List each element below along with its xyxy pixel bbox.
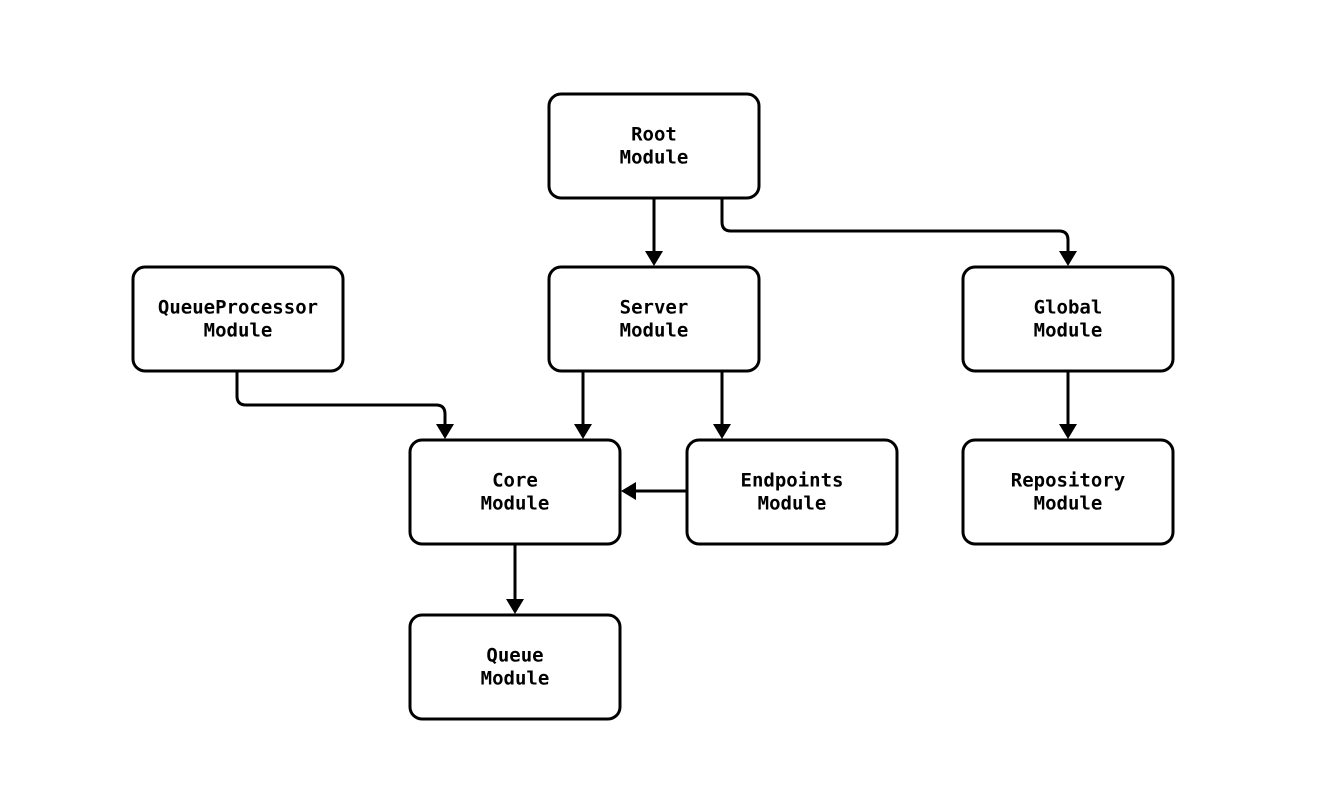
- edge-endpoints-to-core-arrowhead: [621, 482, 636, 500]
- queueprocessor-module-label-line1: QueueProcessor: [158, 297, 318, 319]
- root-module-box[interactable]: [547, 92, 761, 200]
- core-module-label-line1: Core: [492, 470, 538, 492]
- root-module-label-line1: Root: [631, 124, 677, 146]
- core-module-label-line2: Module: [481, 493, 550, 515]
- server-module-label-line2: Module: [620, 320, 689, 342]
- edge-root-to-server: [645, 198, 663, 266]
- repository-module-label-line1: Repository: [1011, 470, 1125, 492]
- edge-queueprocessor-to-core-arrowhead: [436, 424, 454, 439]
- edge-root-to-global-arrowhead: [1059, 251, 1077, 266]
- edges-layer: [235, 198, 1077, 614]
- edge-core-to-queue: [506, 544, 524, 614]
- edge-root-to-global: [720, 198, 1077, 266]
- edge-server-to-core: [574, 371, 592, 439]
- queueprocessor-module-box[interactable]: [131, 265, 345, 373]
- edge-queueprocessor-to-core: [235, 371, 454, 439]
- edge-queueprocessor-to-core-line: [235, 371, 447, 425]
- queue-module-box[interactable]: [408, 613, 622, 721]
- edge-endpoints-to-core: [621, 482, 687, 500]
- edge-server-to-endpoints-arrowhead: [713, 424, 731, 439]
- queueprocessor-module-label-line2: Module: [204, 320, 273, 342]
- root-module-label-line2: Module: [620, 147, 689, 169]
- edge-root-to-global-line: [720, 198, 1070, 252]
- global-module-box[interactable]: [961, 265, 1175, 373]
- endpoints-module-label-line1: Endpoints: [741, 470, 844, 492]
- edge-root-to-server-arrowhead: [645, 251, 663, 266]
- global-module-label-line1: Global: [1034, 297, 1103, 319]
- core-module-box[interactable]: [408, 438, 622, 546]
- server-module-label-line1: Server: [620, 297, 689, 319]
- edge-server-to-core-arrowhead: [574, 424, 592, 439]
- edge-server-to-endpoints: [713, 371, 731, 439]
- queue-module-label-line2: Module: [481, 668, 550, 690]
- repository-module-box[interactable]: [961, 438, 1175, 546]
- endpoints-module-label-line2: Module: [758, 493, 827, 515]
- edge-global-to-repository-arrowhead: [1059, 424, 1077, 439]
- queue-module-label-line1: Queue: [486, 645, 543, 667]
- edge-core-to-queue-arrowhead: [506, 599, 524, 614]
- repository-module-label-line2: Module: [1034, 493, 1103, 515]
- endpoints-module-box[interactable]: [685, 438, 899, 546]
- global-module-label-line2: Module: [1034, 320, 1103, 342]
- server-module-box[interactable]: [547, 265, 761, 373]
- nodes-layer: RootModuleQueueProcessorModuleServerModu…: [131, 92, 1175, 721]
- edge-global-to-repository: [1059, 371, 1077, 439]
